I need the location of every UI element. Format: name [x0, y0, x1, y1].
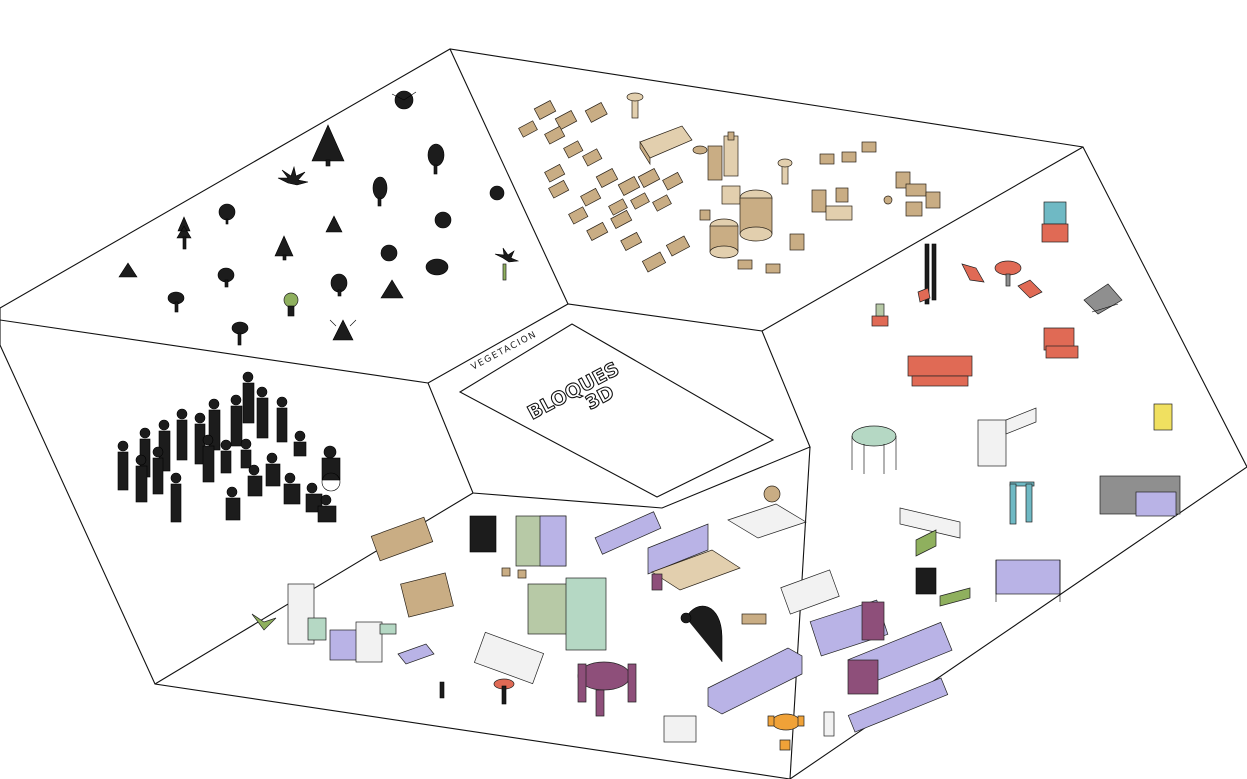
palm-icon [277, 165, 309, 186]
shrub-icon [218, 203, 236, 225]
zone-label-vegetacion: VEGETACION [470, 330, 539, 373]
tree-icon [217, 267, 235, 288]
shrub-icon [329, 319, 357, 341]
tree-icon [372, 176, 388, 207]
shrub-icon [380, 279, 404, 299]
people-zone[interactable] [117, 371, 341, 523]
furniture-zone[interactable] [251, 201, 1181, 751]
tree-icon [311, 124, 345, 167]
tree-icon [231, 321, 249, 346]
tree-icon [176, 216, 192, 250]
tree-icon [427, 143, 445, 175]
shrub-icon [118, 262, 138, 278]
plant-icon [391, 90, 417, 110]
tree-icon [325, 215, 343, 233]
tree-icon [274, 235, 294, 261]
vegetation-zone[interactable] [118, 90, 520, 346]
tree-icon [330, 273, 348, 297]
shrub-icon [434, 211, 452, 229]
bathroom-zone[interactable] [518, 92, 941, 274]
shrub-icon [425, 258, 449, 276]
palm-icon [494, 247, 520, 281]
center-title: BLOQUES 3D [523, 357, 623, 425]
shrub-icon [380, 244, 398, 262]
tree-icon [167, 291, 185, 313]
potted-plant-icon [283, 292, 299, 317]
shrub-icon [489, 185, 505, 201]
